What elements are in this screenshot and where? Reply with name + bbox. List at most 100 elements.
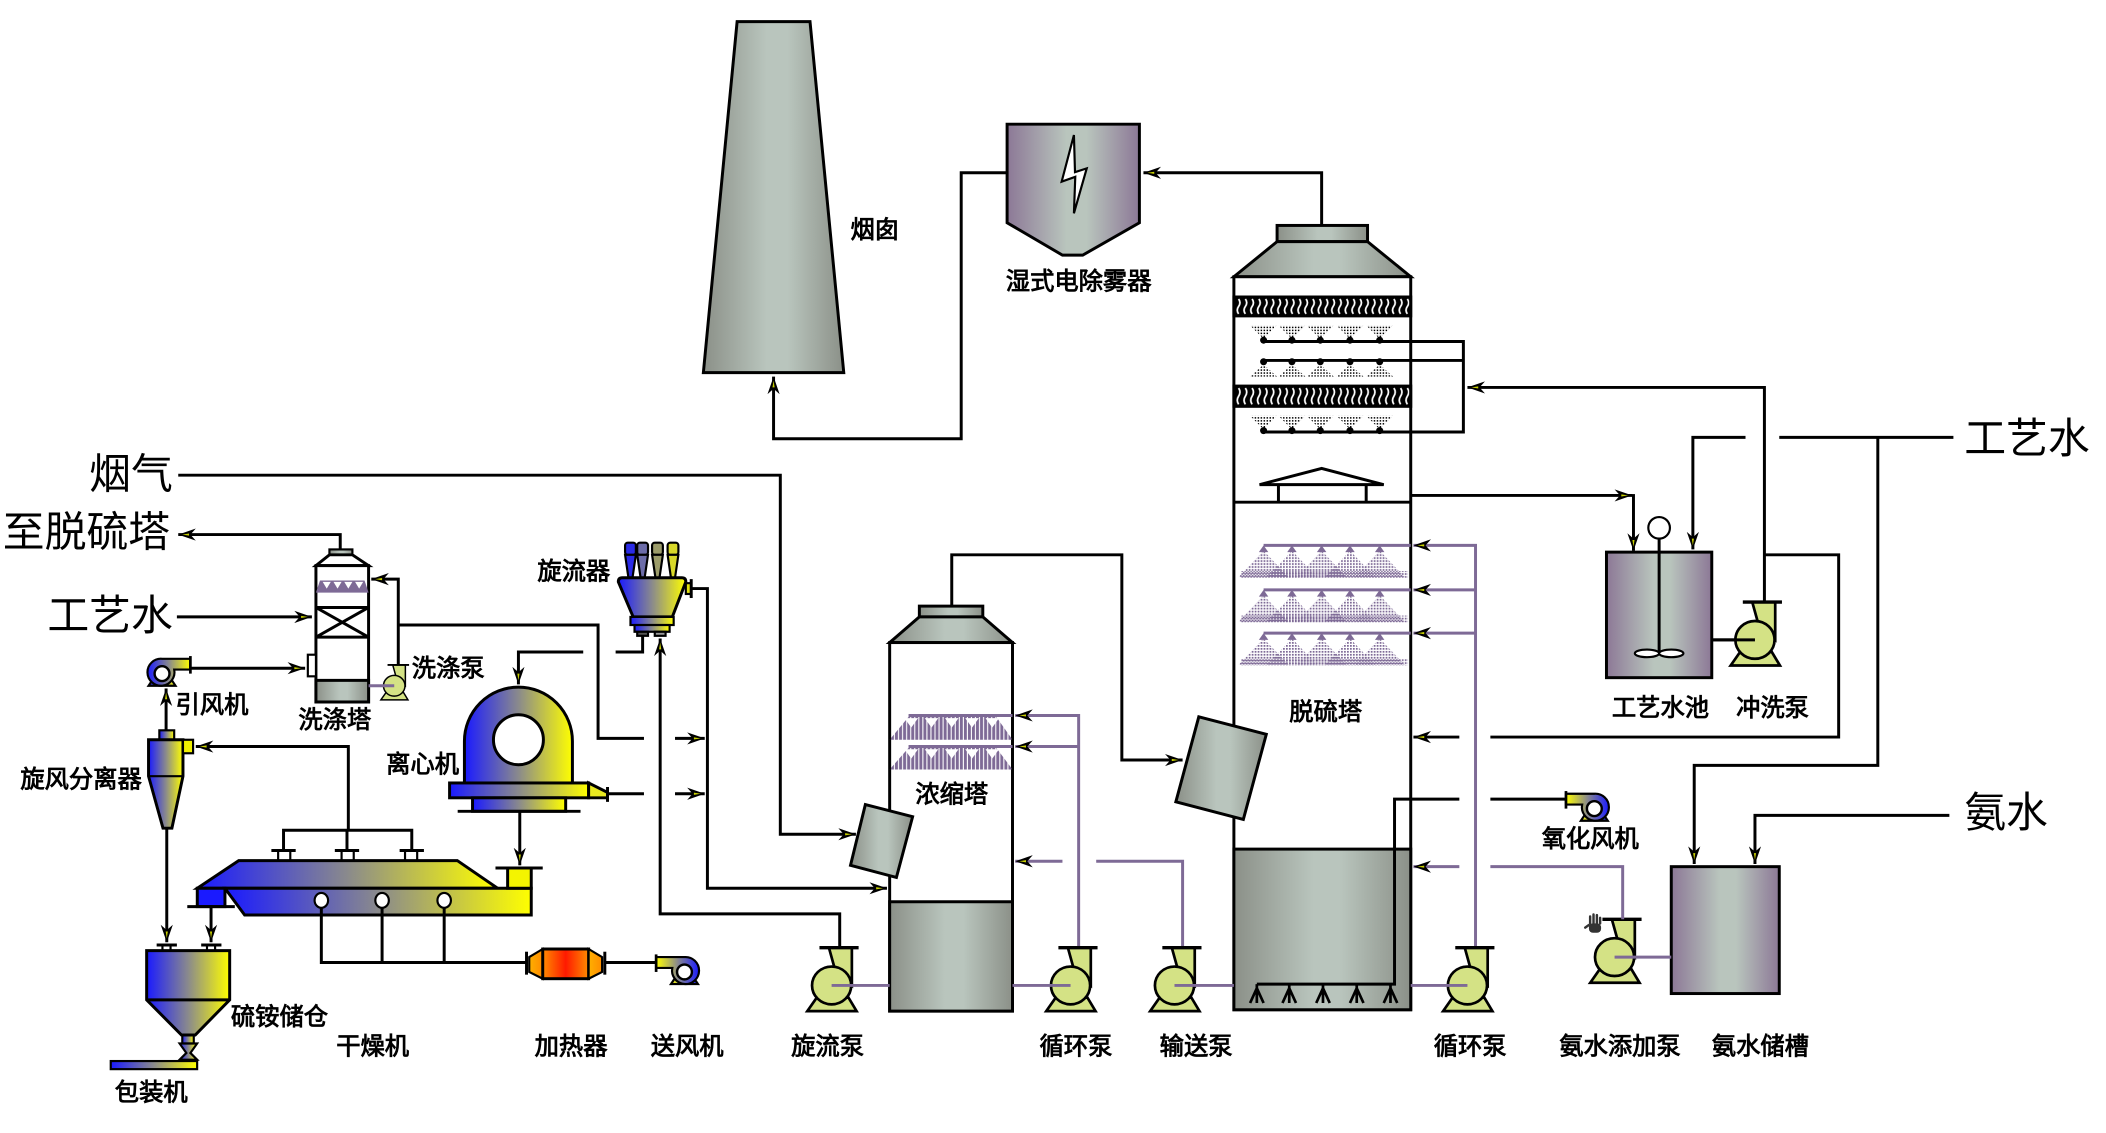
- pump-icon: [1441, 945, 1497, 1013]
- process-water-left-label: 工艺水: [47, 591, 173, 640]
- washing-pump-label: 洗涤泵: [412, 654, 486, 683]
- cyclone-body: [147, 738, 185, 830]
- hydrocyclone: 旋流器: [536, 541, 693, 637]
- flush-pump-label: 冲洗泵: [1736, 693, 1810, 722]
- desulfurization-circulation-pump-label: 循环泵: [1434, 1032, 1508, 1061]
- blower-label: 送风机: [651, 1032, 725, 1061]
- demister-layer-2: [1232, 384, 1413, 408]
- centrifuge-base: [471, 796, 568, 813]
- conc-spray-headers: [908, 713, 1013, 748]
- agitator-blade: [1633, 648, 1661, 659]
- heater-cap-left: [528, 947, 544, 981]
- pump-icon: [379, 664, 411, 701]
- chimney: 烟囱: [701, 20, 900, 375]
- tower-top-cone: [1229, 240, 1415, 279]
- concentration-tower: 浓缩塔: [885, 604, 1017, 1013]
- silo-label: 硫铵储仓: [231, 1002, 329, 1031]
- pipe-wesp-to-chimney: [767, 171, 1008, 441]
- pipe-hydrocyclone-feed: [654, 638, 842, 948]
- spray-band: [1240, 571, 1409, 578]
- dryer-exhaust-manifold: [282, 828, 414, 851]
- mini-cyclone-cap: [650, 541, 664, 556]
- chimney-body: [701, 20, 846, 375]
- mini-cyclone-cone: [635, 553, 650, 579]
- spray-headers: [1263, 543, 1411, 635]
- pipe-concentration-to-desulfurization: [950, 553, 1183, 767]
- hydrocyclone-pump-label: 旋流泵: [790, 1032, 865, 1061]
- centrifuge-window: [491, 713, 545, 767]
- inlet-duct-desulfurization: [1174, 715, 1269, 822]
- desulfurization-circulation-pump: 循环泵: [1434, 945, 1508, 1061]
- dryer: 干燥机: [187, 828, 543, 1061]
- washing-tower-label: 洗涤塔: [298, 705, 372, 734]
- chimney-label: 烟囱: [851, 215, 900, 244]
- lightning-icon: [1060, 134, 1089, 214]
- washing-tower-gas-inlet: [306, 653, 318, 678]
- ammonia-dosing-pump-label: 氨水添加泵: [1559, 1032, 1681, 1061]
- conc-tower-sump: [888, 900, 1014, 1013]
- induced-draft-fan-label: 引风机: [176, 690, 250, 719]
- ammonia-storage-tank: 氨水储槽: [1669, 865, 1809, 1061]
- flush-pump: 冲洗泵: [1728, 600, 1810, 722]
- ammonia-dosing-pump: 氨水添加泵: [1559, 917, 1681, 1061]
- pipe-washing-recirculation: [371, 573, 400, 666]
- pump-icon: [1148, 945, 1204, 1013]
- chimney-tray: [1233, 484, 1411, 504]
- transfer-pump: 输送泵: [1148, 945, 1234, 1061]
- spray-nozzle: [344, 581, 353, 589]
- washing-pump: 洗涤泵: [379, 654, 486, 701]
- packing-layer: [315, 605, 370, 639]
- pipe-underflow-to-centrifuge: [512, 650, 584, 685]
- pipe-circulation-to-spray-1: [1413, 539, 1478, 948]
- hydrocyclone-body: [616, 576, 688, 619]
- hot-air-inlet: [374, 891, 390, 909]
- blower: 送风机: [651, 953, 725, 1061]
- spray-nozzle: [355, 581, 364, 589]
- pipe-flue-gas: [178, 473, 856, 841]
- mini-cyclone-cone: [623, 553, 638, 579]
- mini-cyclone-cone: [666, 553, 680, 579]
- spray-band: [1240, 615, 1409, 623]
- dryer-discharge: [195, 886, 227, 909]
- fan-icon: [146, 654, 192, 688]
- underflow-stub: [636, 630, 650, 637]
- desulfurization-tower-label: 脱硫塔: [1289, 697, 1363, 726]
- pump-icon: [1728, 600, 1784, 668]
- centrifuge: 离心机: [386, 685, 610, 813]
- pipe-underflow-1: [615, 635, 645, 654]
- heater-label: 加热器: [534, 1032, 609, 1061]
- pump-icon: [1044, 945, 1100, 1013]
- silo-outlet-neck: [181, 1034, 195, 1045]
- agitator-motor-icon: [1647, 515, 1672, 540]
- packaging-machine-label: 包装机: [115, 1078, 189, 1107]
- pipe-dryer-exhaust-to-cyclone: [195, 740, 350, 832]
- washing-tower: 洗涤塔: [298, 548, 374, 734]
- hydrocyclone-flange: [629, 615, 675, 627]
- transfer-pump-label: 输送泵: [1160, 1032, 1234, 1061]
- pipe-conc-circulation-1: [1015, 709, 1081, 948]
- hot-air-inlet: [436, 891, 453, 909]
- pump-icon: [805, 945, 861, 1013]
- chimney-tray-cap: [1259, 466, 1385, 487]
- to-desulfurization-tower-label: 至脱硫塔: [3, 507, 170, 556]
- pipe-washing-return: [398, 623, 644, 740]
- conc-spray-layer-2: [889, 747, 1013, 770]
- agitator-blade: [1658, 648, 1685, 659]
- oxidation-fan-label: 氧化风机: [1541, 824, 1640, 853]
- oxidation-air-header: [1256, 797, 1460, 986]
- hydrocyclone-label: 旋流器: [536, 557, 611, 586]
- ammonia-water-label: 氨水: [1964, 788, 2048, 837]
- inlet-duct-concentration: [848, 802, 915, 880]
- pipe-flush-to-demister: [1467, 381, 1766, 603]
- washing-tower-sump: [314, 678, 371, 704]
- pipe-ammonia-water-inlet: [1748, 813, 1950, 864]
- demister-layer-1: [1232, 295, 1413, 318]
- mini-cyclone-cap: [636, 541, 650, 556]
- ammonium-sulfate-silo: 硫铵储仓: [145, 943, 329, 1061]
- spray-nozzle: [322, 581, 331, 589]
- dryer-label: 干燥机: [336, 1032, 410, 1061]
- packaging-conveyor: [109, 1059, 199, 1071]
- concentration-circulation-pump: 循环泵: [1040, 945, 1113, 1061]
- centrifuge-label: 离心机: [386, 750, 460, 779]
